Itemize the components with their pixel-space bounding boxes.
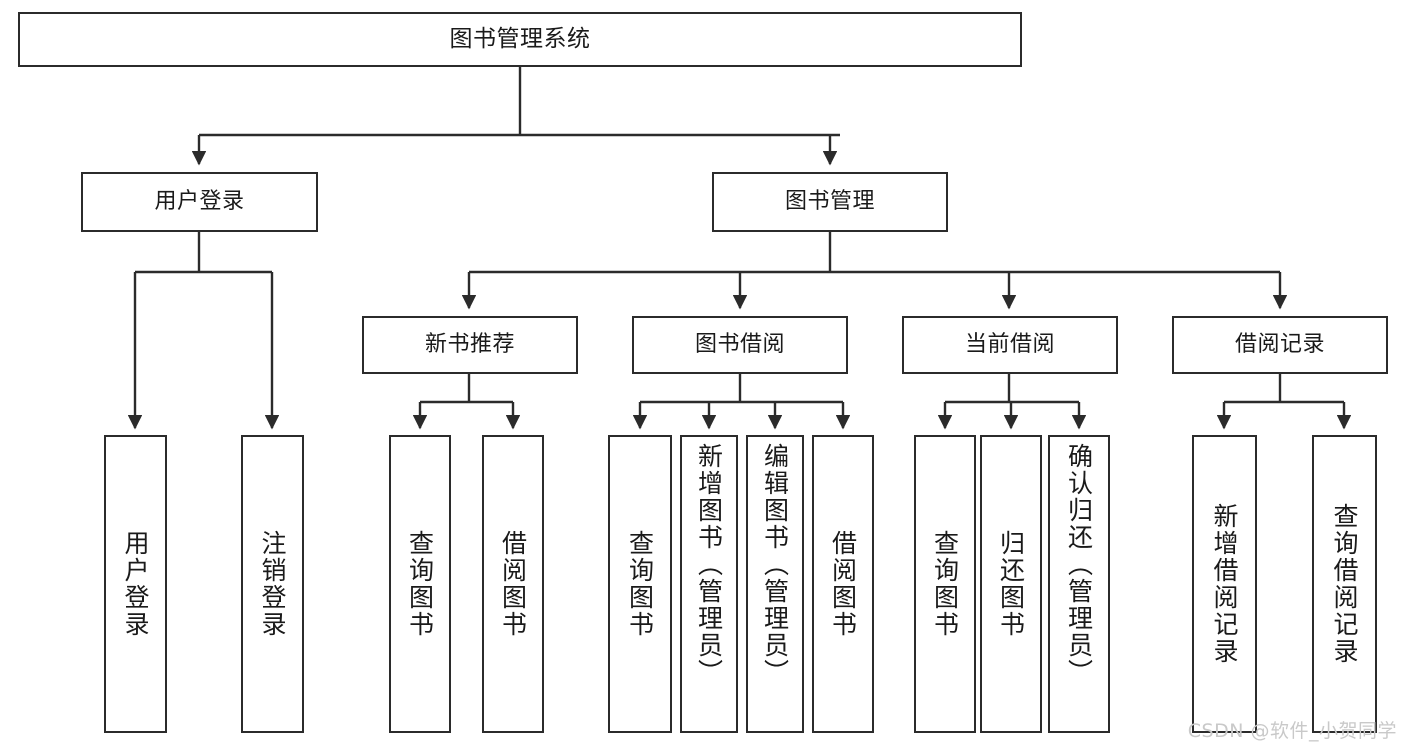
node-leaf-add-record[interactable]: 新增借阅记录	[1192, 435, 1257, 733]
node-leaf-user-login[interactable]: 用户登录	[104, 435, 167, 733]
node-current-borrow-label: 当前借阅	[964, 332, 1055, 358]
node-leaf-query-book-3[interactable]: 查询图书	[914, 435, 976, 733]
node-book-borrow-label: 图书借阅	[694, 332, 785, 358]
node-leaf-add-book[interactable]: 新增图书（管理员）	[680, 435, 738, 733]
node-leaf-logout-login-label: 注销登录	[258, 530, 287, 638]
node-leaf-edit-book[interactable]: 编辑图书（管理员）	[746, 435, 804, 733]
node-book-manage-label: 图书管理	[784, 189, 875, 215]
node-user-login-label: 用户登录	[154, 189, 245, 215]
node-borrow-record-label: 借阅记录	[1234, 332, 1325, 358]
watermark: CSDN @软件_小贺同学	[1187, 720, 1397, 742]
node-leaf-logout-login[interactable]: 注销登录	[241, 435, 304, 733]
node-leaf-query-record-label: 查询借阅记录	[1330, 503, 1359, 665]
node-leaf-query-book-3-label: 查询图书	[930, 530, 960, 638]
node-leaf-borrow-book-1[interactable]: 借阅图书	[482, 435, 544, 733]
node-leaf-add-book-label: 新增图书（管理员）	[694, 443, 724, 686]
node-book-borrow[interactable]: 图书借阅	[632, 316, 848, 374]
node-leaf-query-book-1[interactable]: 查询图书	[389, 435, 451, 733]
node-leaf-borrow-book-1-label: 借阅图书	[498, 530, 528, 638]
node-leaf-query-book-2-label: 查询图书	[625, 530, 655, 638]
node-new-book-recommend[interactable]: 新书推荐	[362, 316, 578, 374]
node-leaf-borrow-book-2-label: 借阅图书	[828, 530, 858, 638]
node-leaf-edit-book-label: 编辑图书（管理员）	[760, 443, 790, 686]
node-leaf-confirm-return[interactable]: 确认归还（管理员）	[1048, 435, 1110, 733]
node-leaf-query-book-1-label: 查询图书	[405, 530, 435, 638]
node-leaf-borrow-book-2[interactable]: 借阅图书	[812, 435, 874, 733]
node-root-label: 图书管理系统	[449, 25, 591, 52]
node-root[interactable]: 图书管理系统	[18, 12, 1022, 67]
node-leaf-add-record-label: 新增借阅记录	[1210, 503, 1239, 665]
node-leaf-confirm-return-label: 确认归还（管理员）	[1064, 443, 1094, 686]
node-leaf-query-book-2[interactable]: 查询图书	[608, 435, 672, 733]
node-leaf-return-book[interactable]: 归还图书	[980, 435, 1042, 733]
node-new-book-recommend-label: 新书推荐	[424, 332, 515, 358]
node-current-borrow[interactable]: 当前借阅	[902, 316, 1118, 374]
node-leaf-query-record[interactable]: 查询借阅记录	[1312, 435, 1377, 733]
node-leaf-return-book-label: 归还图书	[996, 530, 1026, 638]
node-book-manage[interactable]: 图书管理	[712, 172, 948, 232]
node-leaf-user-login-label: 用户登录	[121, 530, 150, 638]
node-borrow-record[interactable]: 借阅记录	[1172, 316, 1388, 374]
node-user-login[interactable]: 用户登录	[81, 172, 318, 232]
